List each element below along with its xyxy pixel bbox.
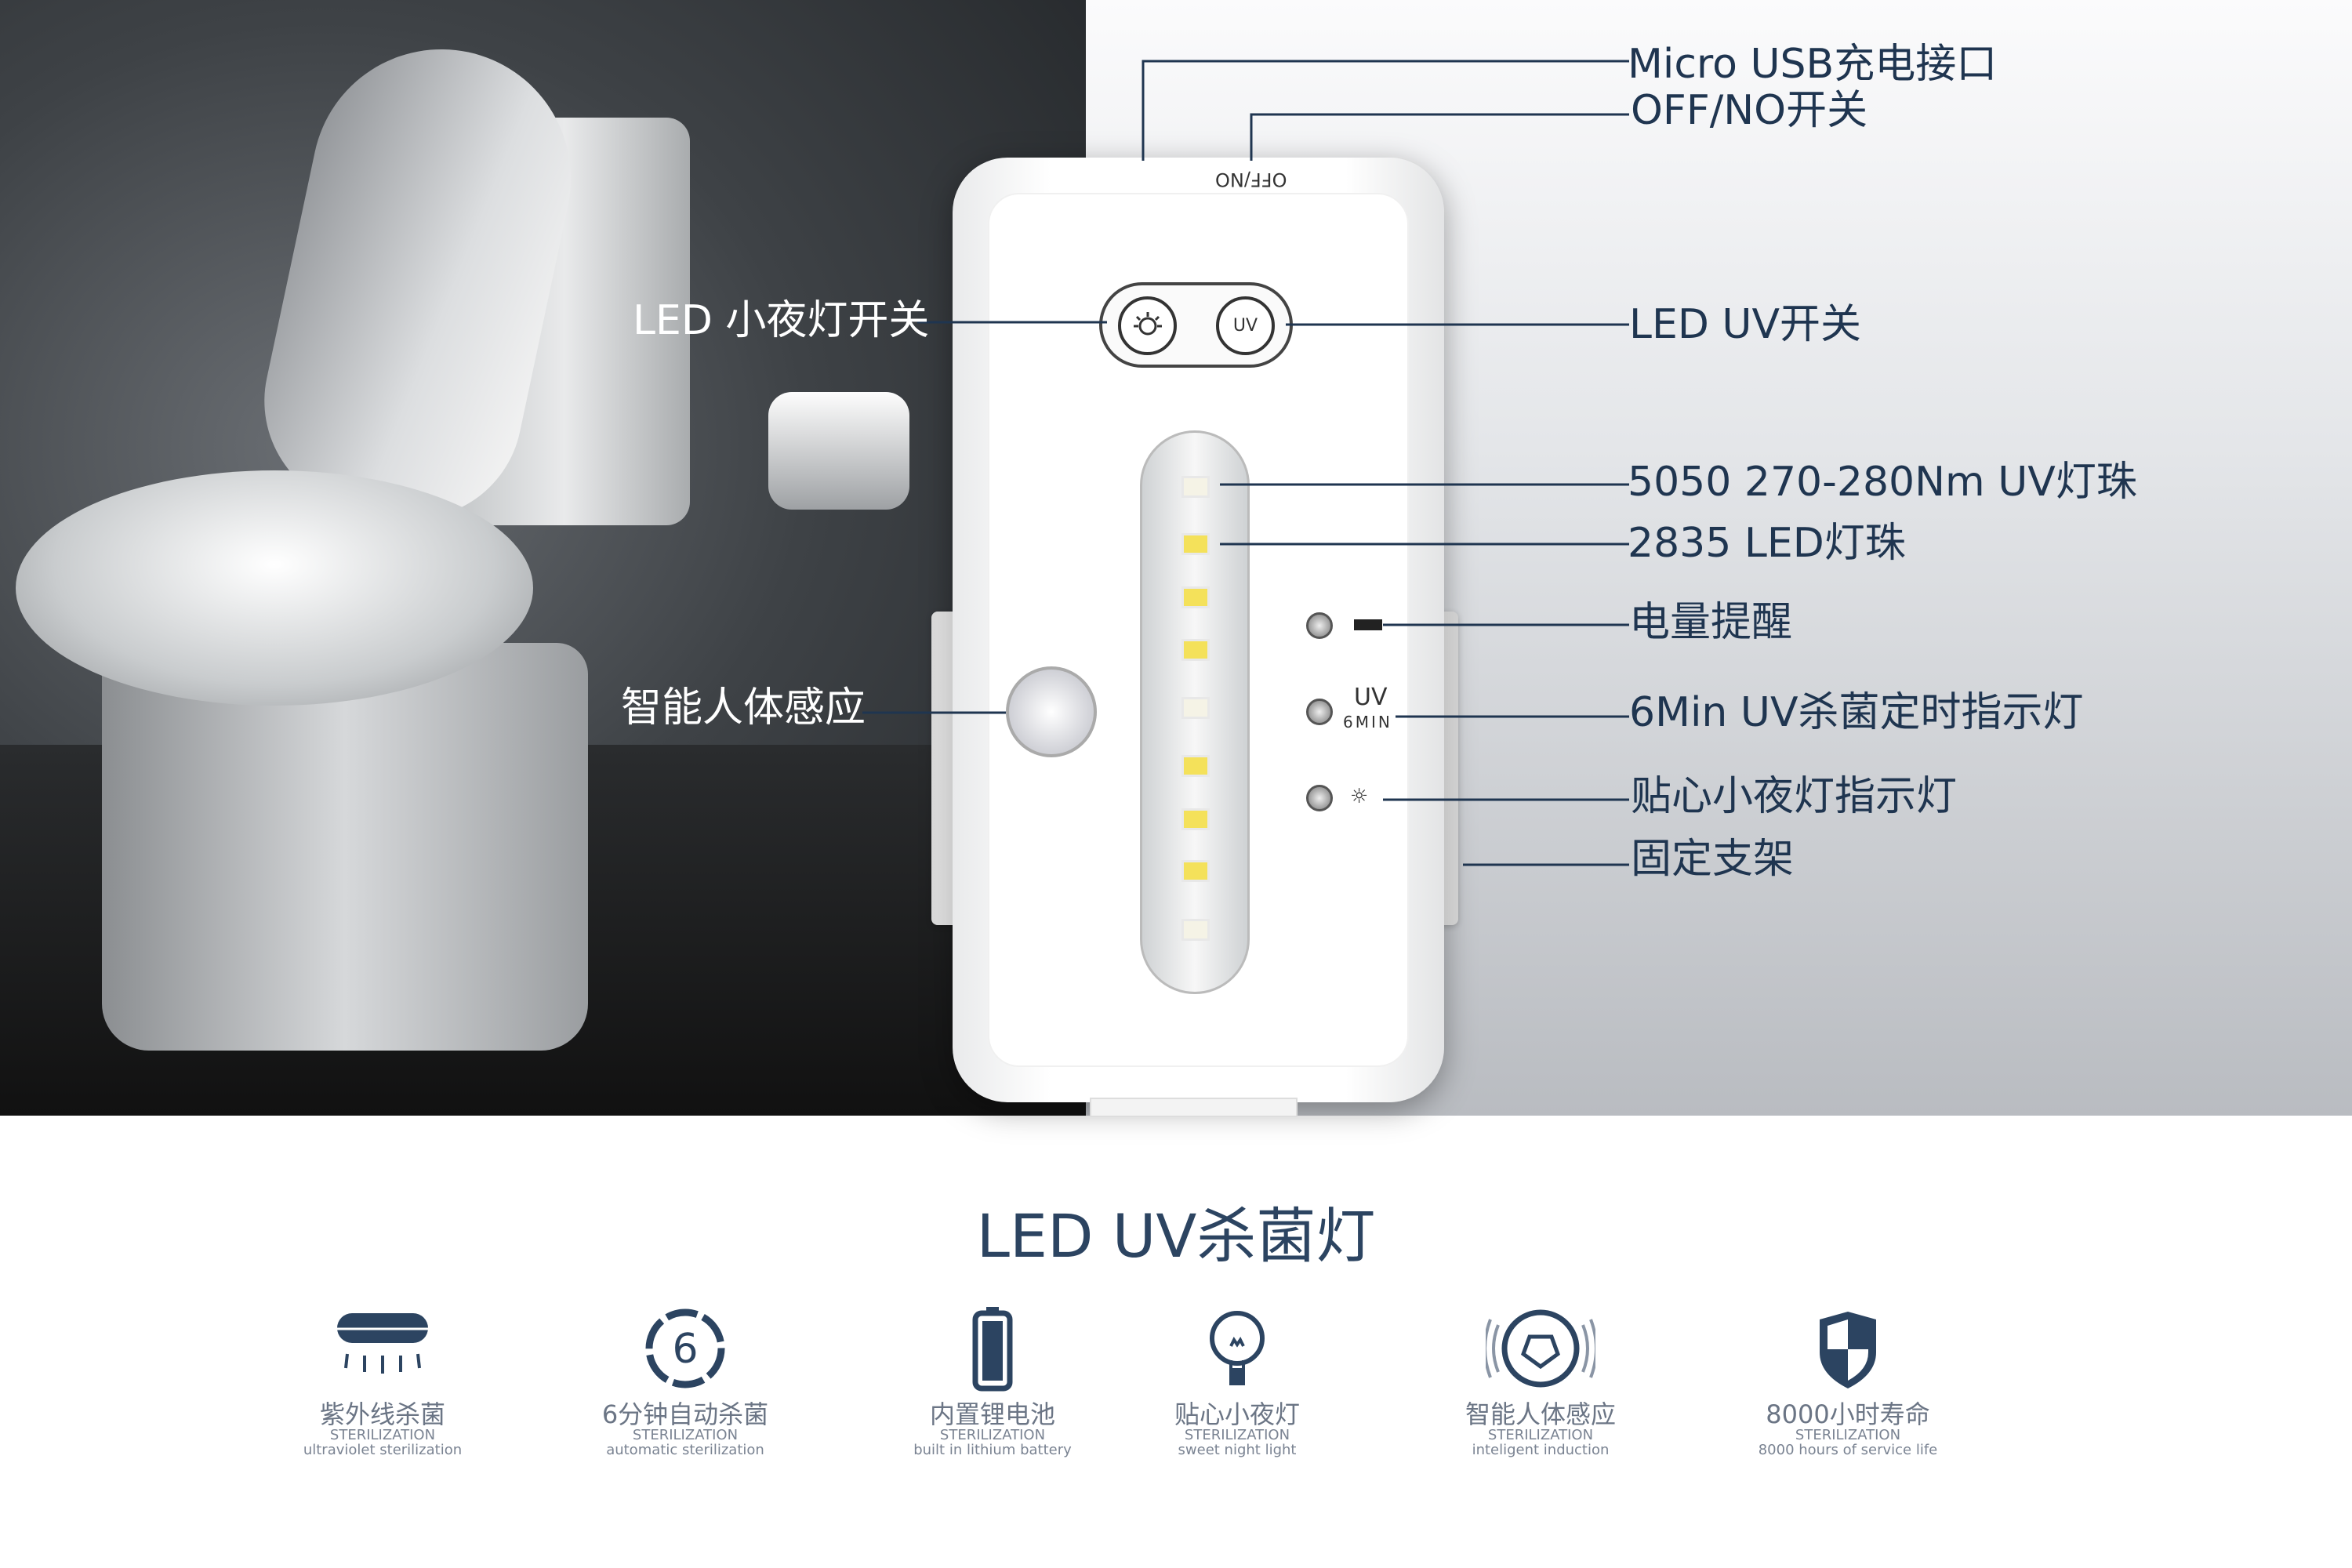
toilet-photo (0, 0, 1086, 1116)
uv-indicator (1306, 699, 1333, 725)
line-power-switch (1250, 113, 1629, 161)
uv-led (1181, 919, 1210, 941)
callout-night-indicator: 贴心小夜灯指示灯 (1631, 773, 1958, 820)
sun-icon: ☼ (1350, 785, 1369, 808)
callout-night-switch: LED 小夜灯开关 (633, 297, 930, 344)
feature-lifespan: 8000小时寿命 STERILIZATION 8000 hours of ser… (1707, 1305, 1989, 1458)
feature-subtitle: STERILIZATION (632, 1427, 739, 1444)
callout-uv-switch: LED UV开关 (1629, 301, 1862, 348)
feature-subtitle: STERILIZATION (939, 1427, 1046, 1444)
callout-micro-usb: Micro USB充电接口 (1628, 41, 1998, 88)
feature-night-light: 贴心小夜灯 STERILIZATION sweet night light (1096, 1305, 1378, 1458)
uv-indicator-label: UV (1354, 684, 1388, 711)
page-title: LED UV杀菌灯 (976, 1201, 1376, 1271)
feature-subtitle: STERILIZATION (1184, 1427, 1290, 1444)
callout-led-beads: 2835 LED灯珠 (1628, 520, 1906, 567)
motion-sensor (1006, 666, 1097, 757)
night-light-button[interactable] (1118, 296, 1177, 355)
white-led (1181, 808, 1210, 830)
feature-title: 贴心小夜灯 (1174, 1399, 1300, 1429)
battery-indicator-icon (1354, 619, 1382, 630)
uv-indicator-sublabel: 6MIN (1343, 713, 1392, 731)
white-led (1181, 639, 1210, 661)
bottom-tab (1090, 1098, 1298, 1117)
callout-battery-reminder: 电量提醒 (1629, 599, 1793, 646)
feature-subtitle: STERILIZATION (329, 1427, 436, 1444)
night-light-indicator (1306, 785, 1333, 811)
callout-motion-sensor: 智能人体感应 (621, 684, 866, 731)
feature-title: 紫外线杀菌 (319, 1399, 445, 1429)
timer-number: 6 (672, 1326, 698, 1373)
feature-title: 8000小时寿命 (1766, 1399, 1930, 1429)
feature-subtitle: STERILIZATION (1795, 1427, 1901, 1444)
uv-led (1181, 697, 1210, 719)
led-strip (1140, 430, 1250, 994)
shield-icon (1820, 1312, 1876, 1388)
callout-uv-timer: 6Min UV杀菌定时指示灯 (1629, 689, 2084, 736)
uv-button[interactable]: UV (1216, 296, 1275, 355)
feature-uv: 紫外线杀菌 STERILIZATION ultraviolet steriliz… (241, 1305, 524, 1458)
toilet-bowl (16, 470, 533, 706)
feature-title: 内置锂电池 (929, 1399, 1055, 1429)
callout-uv-beads: 5050 270-280Nm UV灯珠 (1628, 459, 2137, 506)
feature-subtitle: STERILIZATION (1487, 1427, 1594, 1444)
feature-description: ultraviolet sterilization (303, 1442, 463, 1459)
white-led (1181, 533, 1210, 555)
toilet-base (102, 643, 588, 1051)
feature-timer: 6 6分钟自动杀菌 STERILIZATION automatic steril… (544, 1305, 826, 1458)
callout-bracket: 固定支架 (1631, 836, 1795, 883)
feature-description: automatic sterilization (606, 1442, 764, 1459)
battery-icon (972, 1307, 1013, 1392)
battery-indicator (1306, 612, 1333, 639)
feature-battery: 内置锂电池 STERILIZATION built in lithium bat… (851, 1305, 1134, 1458)
timer-6-icon: 6 (645, 1308, 725, 1388)
feature-title: 智能人体感应 (1465, 1399, 1616, 1429)
feature-description: sweet night light (1178, 1442, 1297, 1459)
feature-description: 8000 hours of service life (1758, 1442, 1938, 1459)
white-led (1181, 860, 1210, 882)
uv-led (1181, 476, 1210, 498)
motion-sensor-icon (1486, 1309, 1595, 1388)
white-led (1181, 755, 1210, 777)
line-micro-usb (1142, 60, 1629, 161)
callout-power-switch: OFF/NO开关 (1631, 87, 1868, 134)
feature-description: inteligent induction (1472, 1442, 1610, 1459)
light-bulb-icon (1210, 1311, 1265, 1385)
uv-lamp-icon (337, 1313, 428, 1374)
feature-description: built in lithium battery (913, 1442, 1072, 1459)
feature-title: 6分钟自动杀菌 (601, 1399, 769, 1429)
callout-lines (862, 60, 1629, 866)
bulb-icon (1133, 311, 1162, 335)
feature-motion-sensor: 智能人体感应 STERILIZATION inteligent inductio… (1399, 1305, 1682, 1458)
uv-button-label: UV (1232, 316, 1258, 336)
white-led (1181, 586, 1210, 608)
paper-holder (768, 392, 909, 510)
